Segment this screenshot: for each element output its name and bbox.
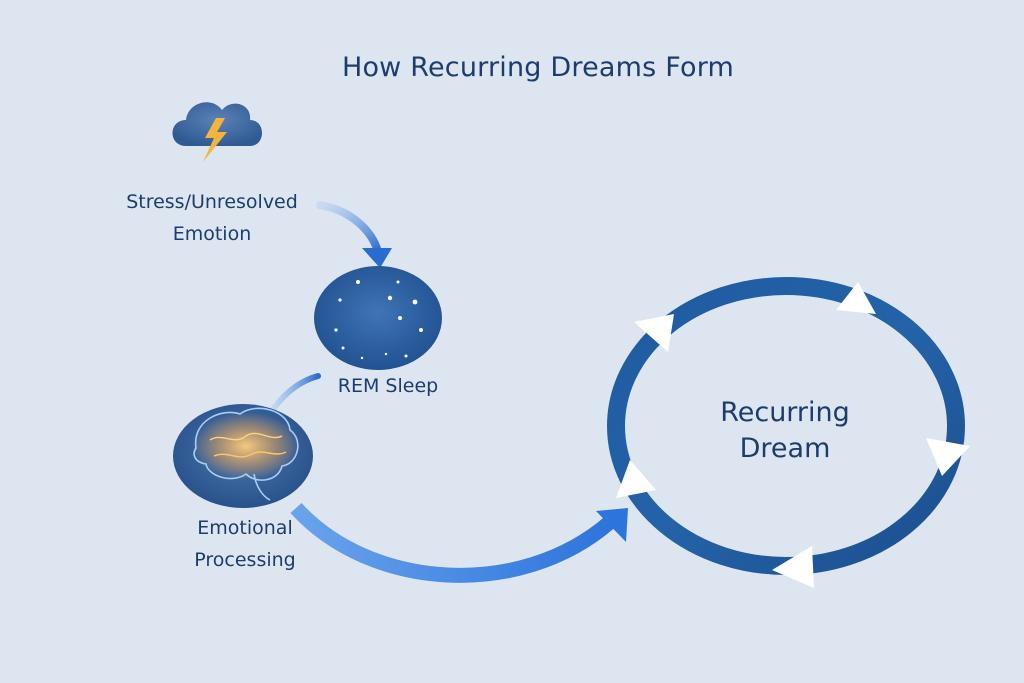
diagram-title: How Recurring Dreams Form	[341, 52, 735, 83]
node-label-emotion-line1: Emotional	[197, 517, 293, 539]
loop-arrowhead-right	[926, 438, 970, 476]
node-label-recurring-line2: Dream	[739, 433, 831, 464]
storm-cloud-icon	[172, 102, 262, 162]
loop-arrowhead-top	[836, 282, 876, 314]
loop-arrowhead-upper-left	[634, 314, 674, 352]
arrow-emotion-to-recurring	[290, 502, 628, 583]
node-label-recurring-line1: Recurring	[720, 397, 850, 428]
loop-arrowhead-bottom	[772, 546, 814, 588]
arrow-rem-to-emotion	[267, 373, 321, 417]
arrow-stress-to-rem	[316, 201, 392, 268]
brain-icon	[173, 404, 313, 508]
moon-stars-icon	[314, 266, 442, 370]
node-label-emotion-line2: Processing	[194, 549, 296, 571]
node-label-stress-line2: Emotion	[172, 223, 252, 245]
node-label-stress: Stress/Unresolved Emotion	[96, 186, 328, 250]
node-label-emotion: Emotional Processing	[160, 512, 330, 576]
lightning-bolt-icon	[203, 118, 227, 162]
node-label-stress-line1: Stress/Unresolved	[126, 191, 298, 213]
loop-arrowhead-left	[616, 460, 656, 498]
node-label-rem: REM Sleep	[337, 375, 439, 397]
node-label-recurring: Recurring Dream	[680, 395, 890, 467]
cycle-loop-icon	[607, 277, 970, 588]
